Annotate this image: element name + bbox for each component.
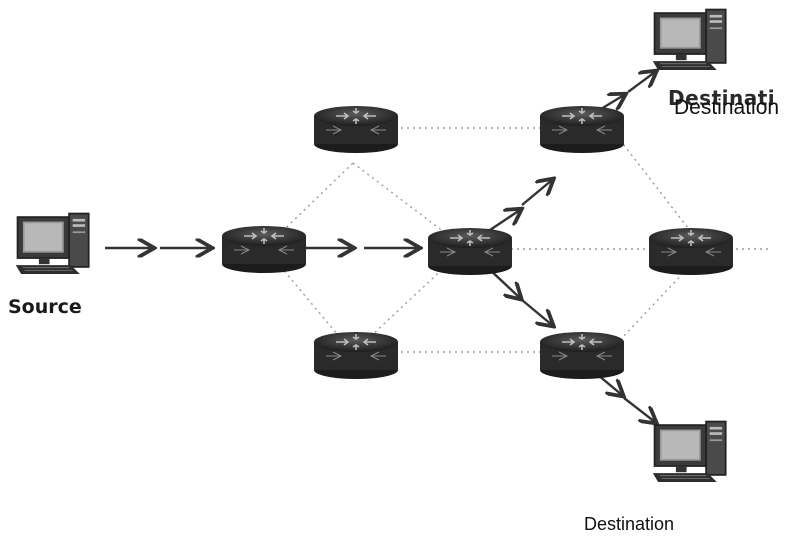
destination-top-computer-icon (651, 8, 727, 72)
link-rightbottom-rightmid (619, 267, 689, 341)
arrow-rightbottom-to-dest-2 (623, 397, 655, 422)
destination-bottom-computer-icon (651, 420, 727, 484)
router-icon (539, 105, 625, 154)
computers (14, 8, 727, 484)
source-computer-icon (14, 212, 90, 276)
destination-top-label: Destination (674, 96, 780, 119)
link-left-top (264, 162, 354, 249)
router-icon (539, 331, 625, 380)
arrow-center-to-righttop-2 (521, 180, 552, 206)
router-icon (648, 227, 734, 276)
arrow-righttop-to-dest-2 (627, 72, 655, 93)
router-icon (313, 331, 399, 380)
router-icon (313, 105, 399, 154)
destination-bottom-label: Destination (584, 514, 675, 534)
arrow-center-to-rightbottom-2 (521, 299, 552, 325)
router-icon (427, 227, 513, 276)
routers (221, 105, 734, 380)
arrow-rightbottom-to-dest-1 (597, 374, 622, 395)
link-righttop-rightmid (619, 139, 689, 229)
arrow-center-to-righttop-1 (489, 210, 520, 231)
router-icon (221, 225, 307, 274)
destination-top-partial-label: Destinati (668, 86, 776, 110)
source-label: Source (8, 296, 82, 318)
